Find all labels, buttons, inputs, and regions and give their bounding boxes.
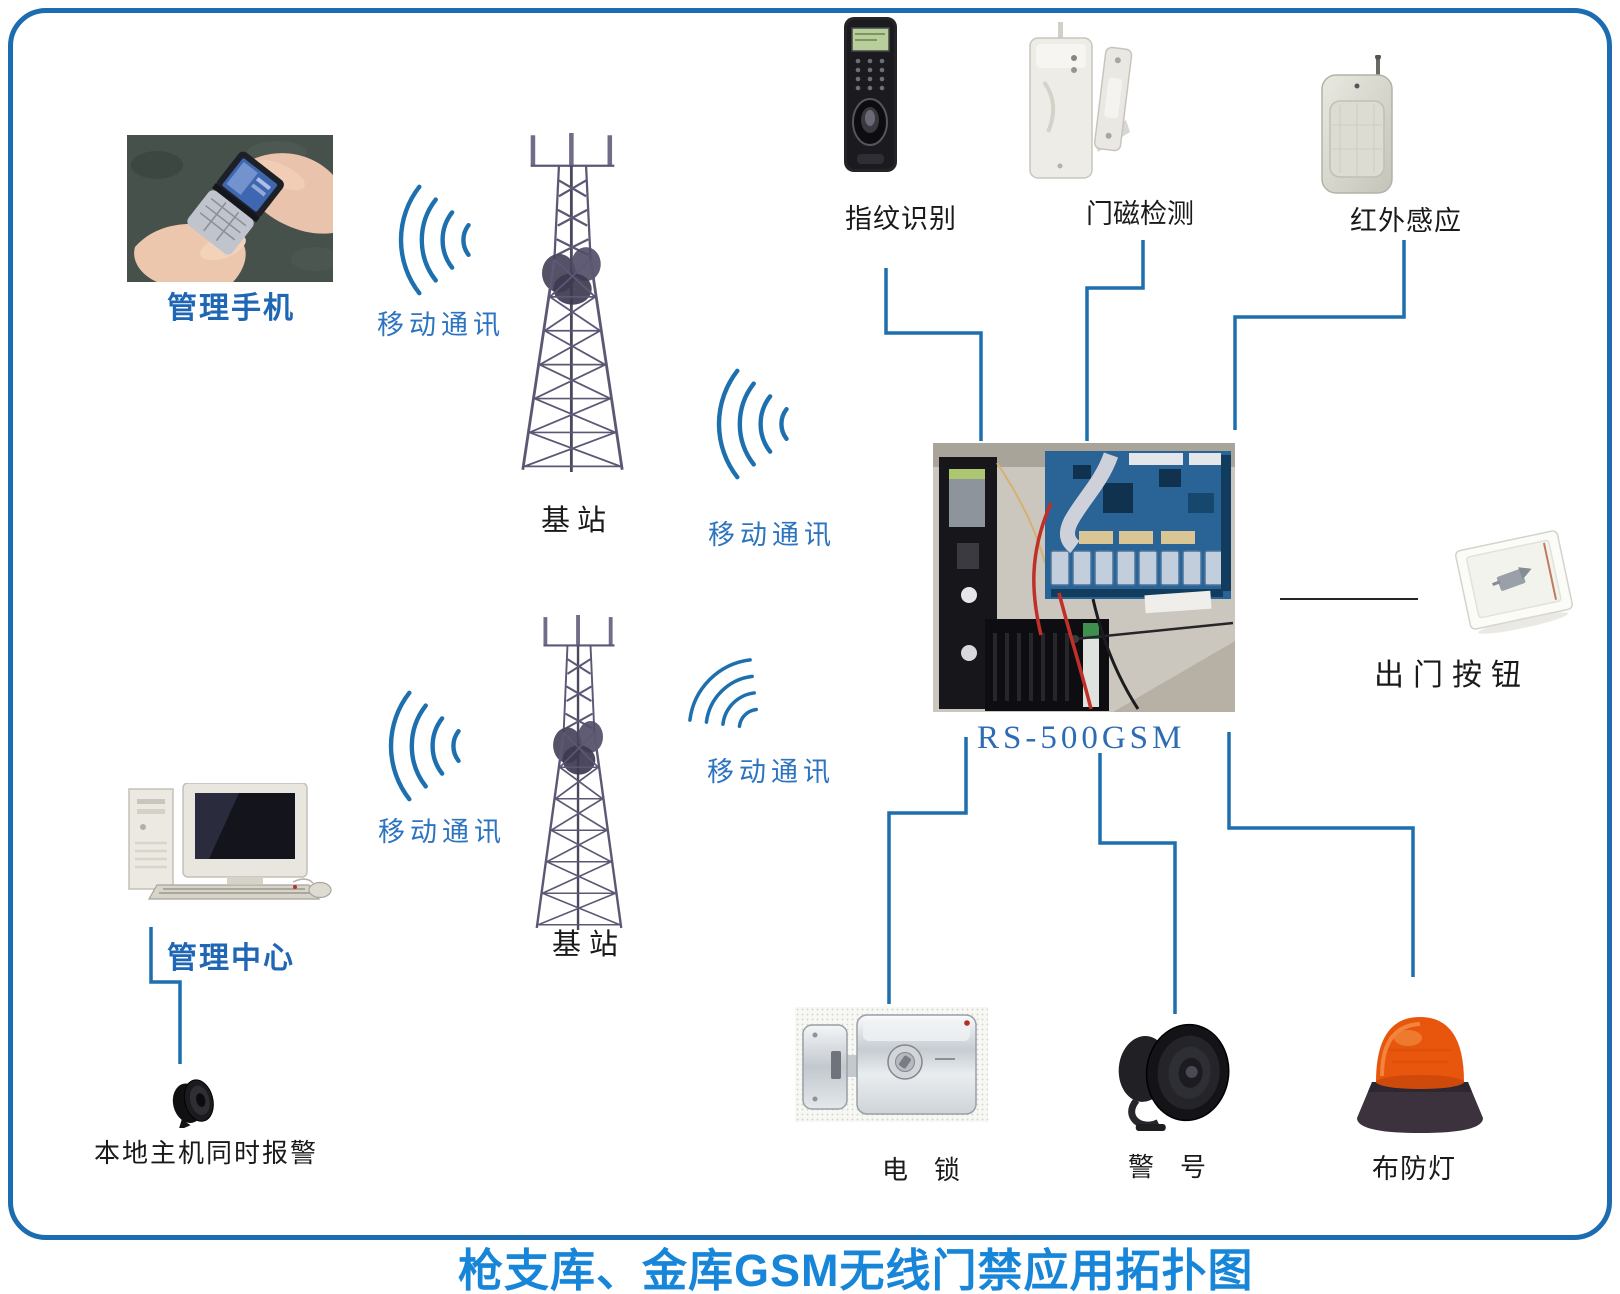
exit-button-label: 出门按钮 (1374, 659, 1530, 692)
mobile-comm-bottom-right-label: 移动通讯 (707, 757, 835, 787)
page-title: 枪支库、金库GSM无线门禁应用拓扑图 (458, 1245, 1254, 1294)
infrared-sensor-photo (1318, 55, 1396, 195)
management-phone-label: 管理手机 (167, 292, 295, 325)
door-magnet-sensor-photo (1028, 20, 1133, 185)
local-alarm-speaker-icon (170, 1076, 216, 1128)
fingerprint-reader-photo (843, 16, 898, 173)
arming-light-photo (1352, 1002, 1488, 1138)
siren-photo (1117, 1016, 1230, 1140)
electric-lock-label: 电 锁 (882, 1156, 961, 1185)
local-alarm-label: 本地主机同时报警 (94, 1139, 319, 1168)
mobile-comm-top-right-label: 移动通讯 (708, 520, 836, 550)
base-station-top-label: 基站 (541, 505, 614, 537)
fingerprint-reader-label: 指纹识别 (845, 204, 957, 234)
mobile-comm-top-left-label: 移动通讯 (377, 310, 505, 340)
management-phone-photo (127, 135, 333, 282)
mobile-comm-bottom-left-label: 移动通讯 (378, 817, 506, 847)
infrared-sensor-label: 红外感应 (1350, 206, 1462, 236)
electric-lock-photo (795, 1007, 988, 1122)
management-center-photo (127, 783, 333, 903)
arming-light-label: 布防灯 (1372, 1154, 1456, 1184)
exit-button-photo (1448, 526, 1580, 634)
base-station-bottom-label: 基站 (552, 929, 627, 961)
controller-label: RS-500GSM (977, 720, 1186, 756)
door-magnet-sensor-label: 门磁检测 (1086, 199, 1194, 229)
management-center-label: 管理中心 (167, 942, 295, 975)
controller-photo (933, 443, 1235, 712)
siren-label: 警 号 (1128, 1153, 1207, 1182)
